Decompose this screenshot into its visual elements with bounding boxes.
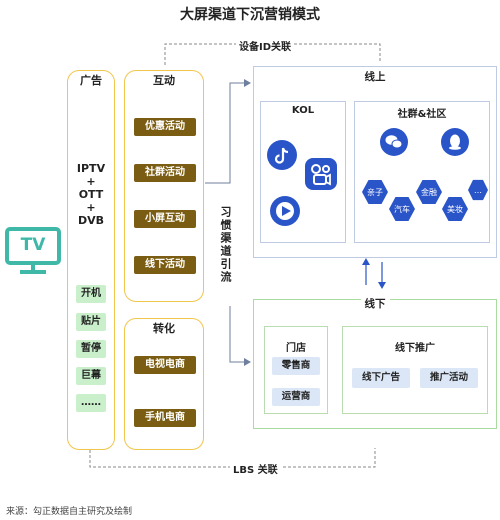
offline-heading-text: 线下 bbox=[360, 298, 390, 310]
ad-item: 贴片 bbox=[76, 313, 106, 331]
tv-icon-text: TV bbox=[20, 235, 46, 255]
community-hex: 金融 bbox=[416, 180, 442, 204]
lbs-label: LBS 关联 bbox=[230, 461, 281, 476]
qq-icon bbox=[441, 128, 469, 156]
tv-icon: TV bbox=[4, 226, 62, 276]
ads-tech-list: IPTV + OTT + DVB bbox=[67, 162, 115, 227]
ad-item: 暂停 bbox=[76, 340, 106, 358]
tech-item: DVB bbox=[77, 214, 105, 227]
wechat-icon bbox=[380, 128, 408, 156]
habit-channel-label: 习惯渠道引流 bbox=[217, 206, 233, 306]
online-heading: 线上 bbox=[364, 71, 386, 83]
community-hex: … bbox=[468, 179, 488, 201]
community-hex: 汽车 bbox=[389, 197, 415, 221]
conversion-item: 手机电商 bbox=[134, 409, 196, 427]
offline-heading: 线下 bbox=[253, 296, 497, 311]
interaction-item: 小屏互动 bbox=[134, 210, 196, 228]
conversion-item: 电视电商 bbox=[134, 356, 196, 374]
tech-item: + bbox=[86, 175, 96, 188]
promo-item: 线下广告 bbox=[352, 368, 410, 388]
ad-item: 巨幕 bbox=[76, 367, 106, 385]
promo-heading: 线下推广 bbox=[395, 343, 435, 354]
conversion-column bbox=[124, 318, 204, 450]
interaction-item: 社群活动 bbox=[134, 164, 196, 182]
interaction-item: 优惠活动 bbox=[134, 118, 196, 136]
ad-item: 开机 bbox=[76, 285, 106, 303]
source-footer: 来源：勾正数据自主研究及绘制 bbox=[6, 507, 133, 517]
conversion-heading: 转化 bbox=[153, 322, 175, 335]
store-item: 运营商 bbox=[272, 388, 320, 406]
tech-item: IPTV bbox=[76, 162, 106, 175]
community-heading: 社群&社区 bbox=[397, 109, 447, 120]
promo-item: 推广活动 bbox=[420, 368, 478, 388]
video-play-icon bbox=[270, 196, 300, 226]
ad-item: …… bbox=[76, 394, 106, 412]
interaction-heading: 互动 bbox=[153, 74, 175, 87]
ads-heading: 广告 bbox=[80, 74, 102, 87]
store-heading: 门店 bbox=[286, 343, 306, 354]
tech-item: + bbox=[86, 201, 96, 214]
store-item: 零售商 bbox=[272, 357, 320, 375]
kol-heading: KOL bbox=[291, 105, 315, 116]
page-title: 大屏渠道下沉营销模式 bbox=[180, 7, 320, 23]
device-id-label: 设备ID关联 bbox=[236, 38, 295, 53]
community-hex: 亲子 bbox=[362, 180, 388, 204]
community-hex: 美妆 bbox=[442, 197, 468, 221]
ads-column bbox=[67, 70, 115, 450]
interaction-item: 线下活动 bbox=[134, 256, 196, 274]
community-box bbox=[354, 101, 490, 243]
kuaishou-icon bbox=[305, 158, 337, 190]
tiktok-icon bbox=[267, 140, 297, 170]
tech-item: OTT bbox=[78, 188, 104, 201]
